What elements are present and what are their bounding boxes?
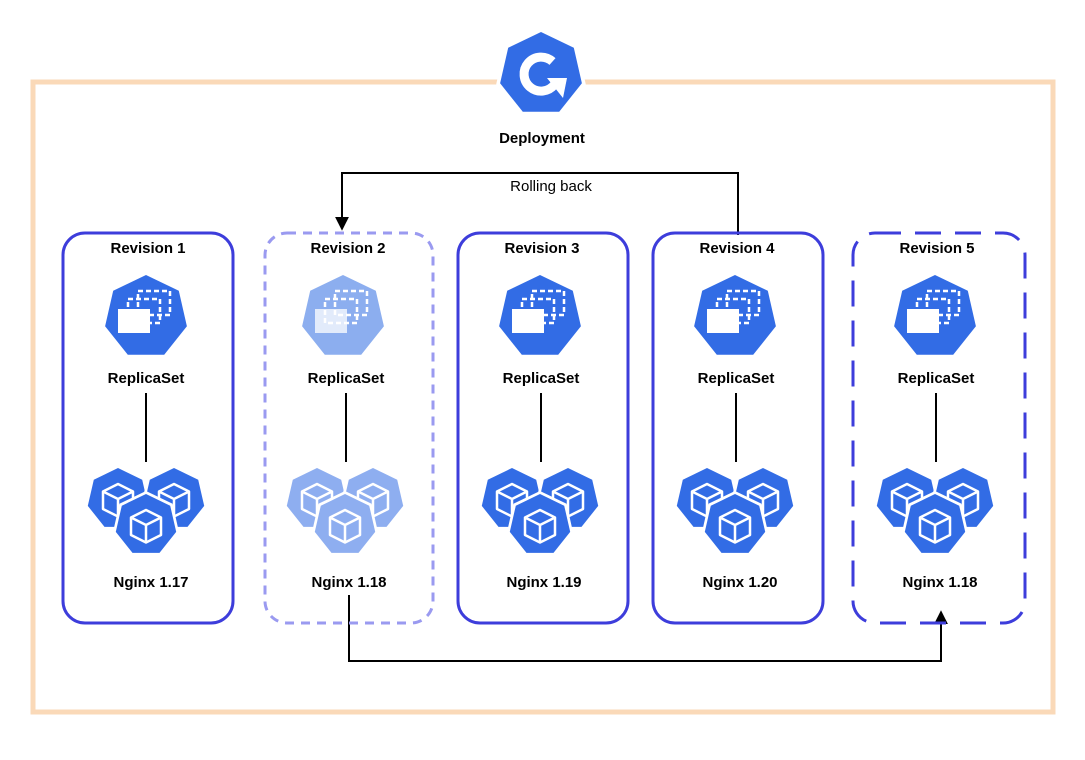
replicaset-label: ReplicaSet — [698, 370, 775, 387]
deployment-label: Deployment — [499, 130, 585, 147]
redeploy-arrow — [348, 595, 948, 662]
revision-box — [456, 231, 630, 625]
pods-label: Nginx 1.18 — [902, 574, 977, 591]
pods-icon — [84, 465, 208, 556]
replicaset-label: ReplicaSet — [108, 370, 185, 387]
revision-1: Revision 1 ReplicaSet — [61, 231, 235, 625]
revision-title: Revision 5 — [899, 240, 974, 257]
pods-label: Nginx 1.19 — [506, 574, 581, 591]
revision-title: Revision 3 — [504, 240, 579, 257]
revision-4: Revision 4 ReplicaSet — [651, 231, 825, 625]
pods-icon — [673, 465, 797, 556]
replicaset-icon — [690, 271, 780, 359]
replicaset-icon — [495, 271, 585, 359]
replicaset-icon — [101, 271, 191, 359]
revision-box — [61, 231, 235, 625]
revision-title: Revision 2 — [310, 240, 385, 257]
pods-icon — [478, 465, 602, 556]
rolling-back-label: Rolling back — [510, 178, 592, 195]
replicaset-label: ReplicaSet — [308, 370, 385, 387]
pods-icon — [873, 465, 997, 556]
revision-box — [651, 231, 825, 625]
revision-title: Revision 4 — [699, 240, 775, 257]
replicaset-icon — [890, 271, 980, 359]
replicaset-label: ReplicaSet — [503, 370, 580, 387]
rolling-back-arrow — [335, 172, 739, 235]
pods-label: Nginx 1.17 — [113, 574, 188, 591]
replicaset-icon — [298, 271, 388, 359]
revision-2: Revision 2 ReplicaSet — [263, 231, 435, 625]
revision-3: Revision 3 ReplicaSet — [456, 231, 630, 625]
revision-box — [263, 231, 435, 625]
deployment-rollout-icon — [496, 28, 586, 116]
replicaset-label: ReplicaSet — [898, 370, 975, 387]
revision-5: Revision 5 ReplicaSet — [851, 231, 1027, 625]
pods-label: Nginx 1.18 — [311, 574, 386, 591]
revision-box — [851, 231, 1027, 625]
revision-title: Revision 1 — [110, 240, 185, 257]
pods-icon — [283, 465, 407, 556]
pods-label: Nginx 1.20 — [702, 574, 777, 591]
